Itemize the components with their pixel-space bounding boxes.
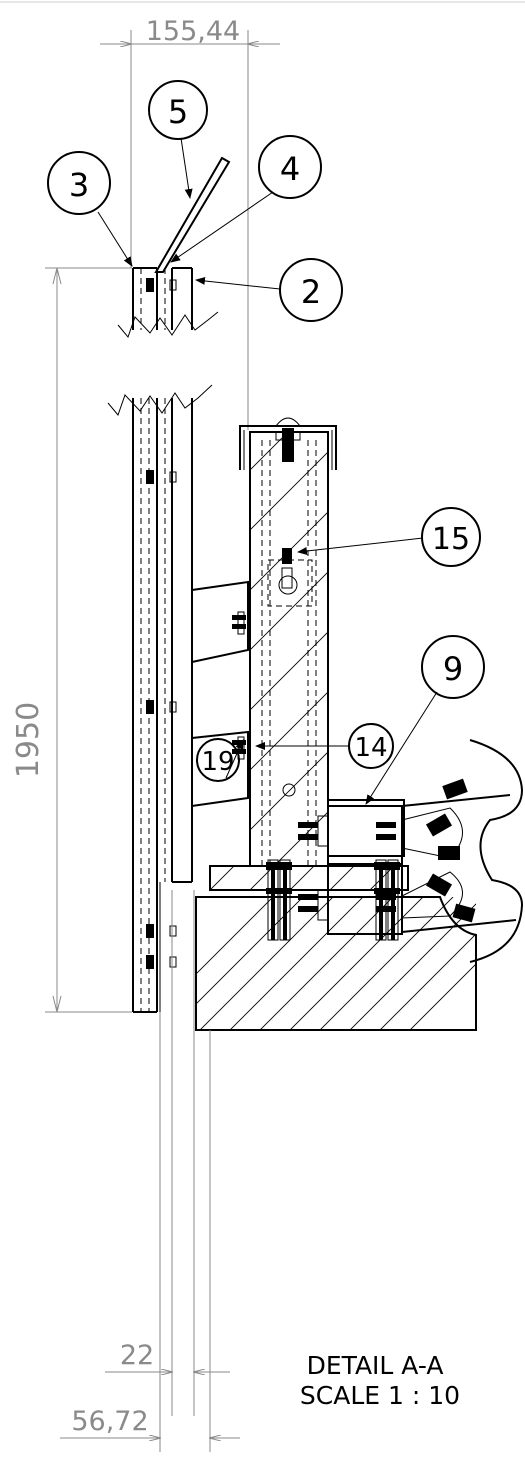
foundation [195, 896, 477, 1031]
svg-text:3: 3 [69, 166, 89, 204]
balloon-2: 2 [195, 258, 343, 322]
balloon-14: 14 [255, 723, 394, 769]
anchor-bolt [266, 859, 292, 941]
dimension-gap-label: 22 [120, 1340, 154, 1371]
dimension-top-width-label: 155,44 [146, 16, 240, 47]
dimension-height: 1950 [11, 267, 132, 1013]
rail-bolt [438, 846, 460, 860]
panel-bolt [146, 700, 177, 714]
post [239, 417, 337, 867]
balloon-5: 5 [148, 80, 208, 199]
dimension-bottom-width-label: 56,72 [71, 1406, 148, 1437]
panel-assembly [107, 267, 219, 1013]
balloon-15: 15 [297, 507, 481, 567]
svg-text:4: 4 [280, 150, 300, 188]
detail-title: DETAIL A-A [307, 1351, 444, 1380]
detail-note: DETAIL A-A SCALE 1 : 10 [300, 1351, 460, 1410]
balloon-19: 19 [196, 738, 244, 782]
svg-text:15: 15 [432, 522, 470, 557]
detail-scale: SCALE 1 : 10 [300, 1381, 460, 1410]
rail-bolt [442, 778, 468, 800]
svg-text:9: 9 [443, 650, 463, 688]
balloon-3: 3 [47, 151, 133, 267]
inclined-rod [154, 156, 231, 273]
anchor-bolt [374, 859, 400, 941]
balloon-4: 4 [170, 135, 322, 263]
svg-text:14: 14 [354, 733, 387, 763]
dimension-top-width: 155,44 [100, 16, 280, 430]
panel-bolt [146, 470, 177, 484]
panel-bolt [146, 955, 177, 969]
dimension-bottom-width: 56,72 [60, 1012, 240, 1452]
svg-text:19: 19 [201, 747, 234, 777]
dimension-gap: 22 [105, 890, 230, 1416]
rail-bolt [425, 813, 453, 837]
dimension-height-label: 1950 [11, 702, 46, 778]
svg-text:2: 2 [301, 273, 321, 311]
panel-bolt [146, 924, 177, 938]
balloon-9: 9 [365, 635, 485, 805]
upper-bracket [191, 580, 249, 664]
base-plate [209, 865, 409, 891]
panel-bolt [146, 278, 177, 292]
svg-text:5: 5 [168, 93, 188, 131]
rail-bolt [452, 903, 476, 923]
rail-bolt [425, 873, 453, 897]
